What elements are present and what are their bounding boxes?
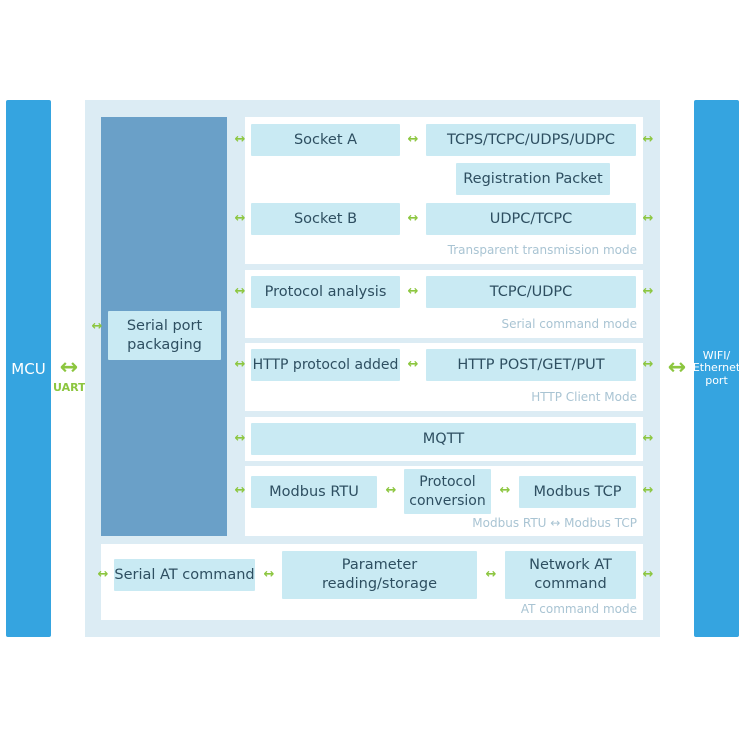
arrow-at-mid-1: ↔ xyxy=(263,567,275,582)
modbus-rtu: Modbus RTU xyxy=(251,476,377,508)
arrow-modbus-right: ↔ xyxy=(642,483,654,498)
arrow-at-right: ↔ xyxy=(642,567,654,582)
serial-command-protocols: TCPC/UDPC xyxy=(426,276,636,308)
arrow-modbus-mid-2: ↔ xyxy=(499,483,511,498)
http-methods: HTTP POST/GET/PUT xyxy=(426,349,636,381)
arrow-http-right: ↔ xyxy=(642,357,654,372)
mqtt: MQTT xyxy=(251,423,636,455)
mode-label-modbus: Modbus RTU ↔ Modbus TCP xyxy=(472,516,637,530)
mode-label-http: HTTP Client Mode xyxy=(531,390,637,404)
network-port-label: WIFI/ Ethernet port xyxy=(692,348,741,387)
network-at-command: Network AT command xyxy=(505,551,636,599)
arrow-modbus-left: ↔ xyxy=(234,483,246,498)
registration-packet: Registration Packet xyxy=(456,163,610,195)
socket-a: Socket A xyxy=(251,124,400,156)
mode-label-transparent: Transparent transmission mode xyxy=(447,243,637,257)
arrow-modbus-mid-1: ↔ xyxy=(385,483,397,498)
arrow-socket-b-mid: ↔ xyxy=(407,211,419,226)
uart-label: UART xyxy=(53,381,86,394)
mcu-block: MCU xyxy=(6,100,51,637)
serial-packaging-arrow: ↔ xyxy=(91,319,103,334)
serial-port-packaging: Serial port packaging xyxy=(108,311,221,360)
arrow-at-left: ↔ xyxy=(97,567,109,582)
arrow-socket-a-right: ↔ xyxy=(642,132,654,147)
arrow-analysis-mid: ↔ xyxy=(407,284,419,299)
arrow-socket-b-left: ↔ xyxy=(234,211,246,226)
http-protocol-added: HTTP protocol added xyxy=(251,349,400,381)
arrow-socket-b-right: ↔ xyxy=(642,211,654,226)
arrow-at-mid-2: ↔ xyxy=(485,567,497,582)
arrow-socket-a-mid: ↔ xyxy=(407,132,419,147)
socket-b: Socket B xyxy=(251,203,400,235)
arrow-socket-a-left: ↔ xyxy=(234,132,246,147)
socket-a-protocols: TCPS/TCPC/UDPS/UDPC xyxy=(426,124,636,156)
mcu-arrow: ↔ xyxy=(59,355,79,380)
network-arrow: ↔ xyxy=(667,355,687,380)
arrow-http-left: ↔ xyxy=(234,357,246,372)
protocol-conversion: Protocol conversion xyxy=(404,469,491,514)
modbus-tcp: Modbus TCP xyxy=(519,476,636,508)
mode-label-serial-command: Serial command mode xyxy=(501,317,637,331)
protocol-analysis: Protocol analysis xyxy=(251,276,400,308)
arrow-analysis-right: ↔ xyxy=(642,284,654,299)
mode-label-at: AT command mode xyxy=(520,602,637,616)
socket-b-protocols: UDPC/TCPC xyxy=(426,203,636,235)
serial-at-command: Serial AT command xyxy=(114,559,255,591)
network-port-block: WIFI/ Ethernet port xyxy=(692,100,741,637)
arrow-mqtt-left: ↔ xyxy=(234,431,246,446)
mcu-label: MCU xyxy=(11,359,46,378)
arrow-http-mid: ↔ xyxy=(407,357,419,372)
arrow-mqtt-right: ↔ xyxy=(642,431,654,446)
parameter-reading-storage: Parameter reading/storage xyxy=(282,551,477,599)
arrow-analysis-left: ↔ xyxy=(234,284,246,299)
